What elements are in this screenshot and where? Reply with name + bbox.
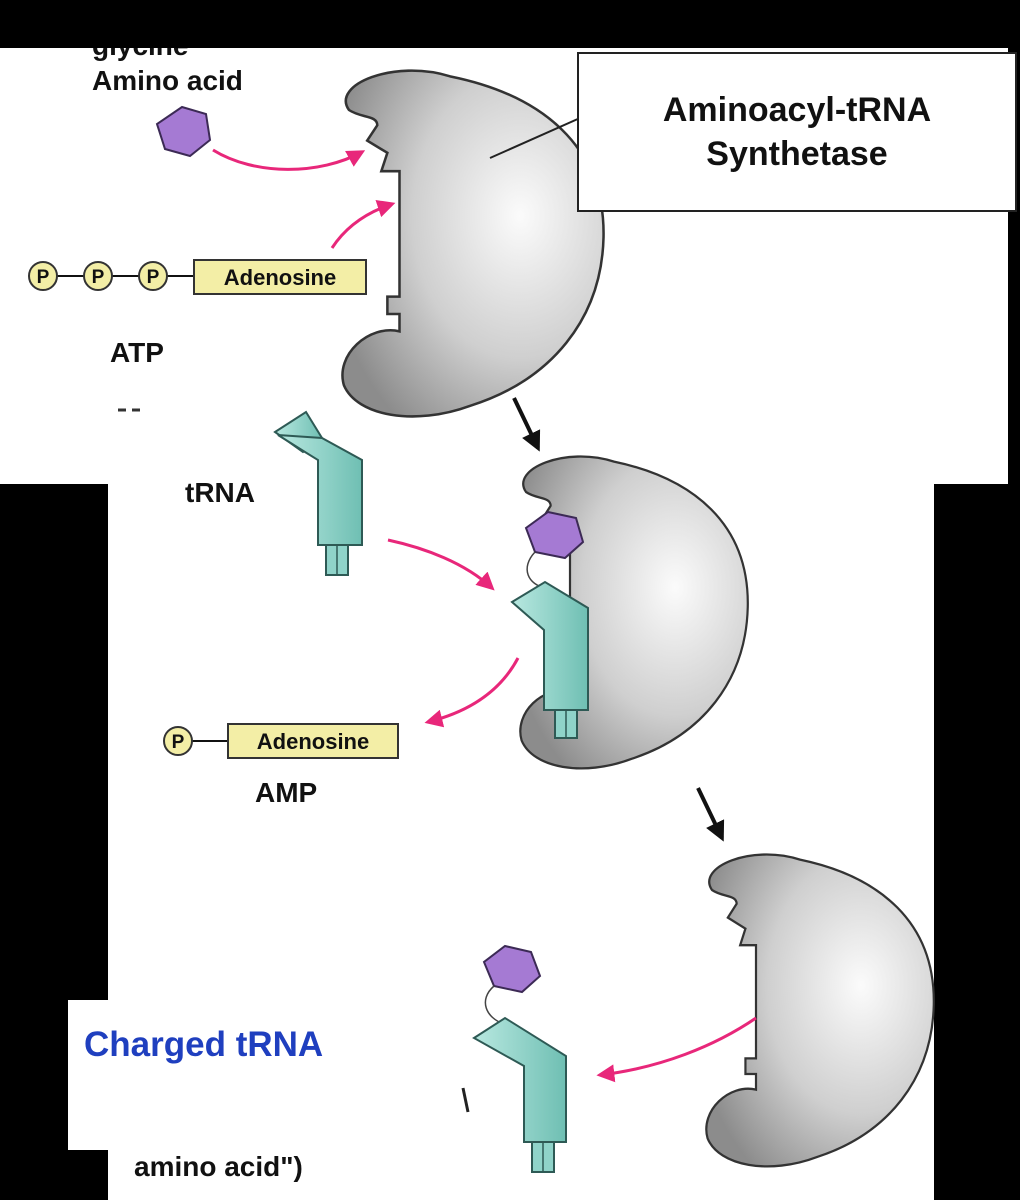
synthetase-enzyme-3 bbox=[705, 853, 935, 1168]
svg-text:Adenosine: Adenosine bbox=[224, 265, 336, 290]
amp-label: AMP bbox=[255, 777, 318, 808]
adenosine-box-atp bbox=[193, 259, 367, 295]
amino-acid-name-cut-label: glycine bbox=[92, 48, 188, 62]
arrow-atp-to-enzyme bbox=[330, 200, 396, 249]
amino-acid-label: Amino acid bbox=[92, 65, 243, 96]
amp-molecule: P Adenosine bbox=[163, 723, 399, 759]
bottom-caption-label: amino acid") bbox=[134, 1151, 303, 1182]
synthetase-enzyme-1 bbox=[341, 69, 605, 418]
synthetase-label-line-1: Aminoacyl-tRNA bbox=[662, 91, 932, 129]
trna-bound bbox=[510, 580, 589, 739]
amino-acid-hexagon-charged bbox=[482, 944, 542, 994]
adenosine-box-amp bbox=[227, 723, 399, 759]
svg-text:P: P bbox=[147, 267, 160, 288]
phosphate-3 bbox=[138, 261, 168, 291]
arrow-enzyme-to-charged-trna bbox=[596, 1016, 757, 1083]
svg-text:P: P bbox=[92, 267, 105, 288]
atp-molecule: P P P Adenosine bbox=[28, 259, 367, 295]
arrow-amino-acid-to-enzyme bbox=[212, 148, 366, 171]
enzyme-label-pointer bbox=[489, 117, 581, 159]
arrow-trna-to-enzyme bbox=[387, 538, 495, 591]
amino-acid-hexagon-bound bbox=[524, 510, 585, 560]
arrow-enzyme-to-amp bbox=[424, 657, 520, 728]
svg-text:P: P bbox=[172, 732, 185, 753]
amino-acid-hexagon-free bbox=[155, 105, 212, 158]
svg-text:Adenosine: Adenosine bbox=[257, 729, 369, 754]
phosphate-2 bbox=[83, 261, 113, 291]
phosphate-amp bbox=[163, 726, 193, 756]
synthetase-label-line-2: Synthetase bbox=[706, 135, 888, 173]
trna-charged bbox=[472, 1016, 567, 1173]
phosphate-1 bbox=[28, 261, 58, 291]
step-arrow-1 bbox=[512, 397, 541, 452]
partial-tick bbox=[461, 1087, 470, 1113]
trna-label: tRNA bbox=[185, 477, 255, 508]
trna-free bbox=[273, 410, 363, 576]
atp-label: ATP bbox=[110, 337, 164, 368]
synthetase-label-box: Aminoacyl-tRNA Synthetase bbox=[577, 52, 1017, 212]
amino-acid-link-charged bbox=[484, 985, 505, 1025]
svg-text:P: P bbox=[37, 267, 50, 288]
step-arrow-2 bbox=[696, 787, 725, 842]
bottom-left-white-panel bbox=[68, 1000, 388, 1150]
charged-trna-label: Charged tRNA bbox=[84, 1025, 324, 1064]
